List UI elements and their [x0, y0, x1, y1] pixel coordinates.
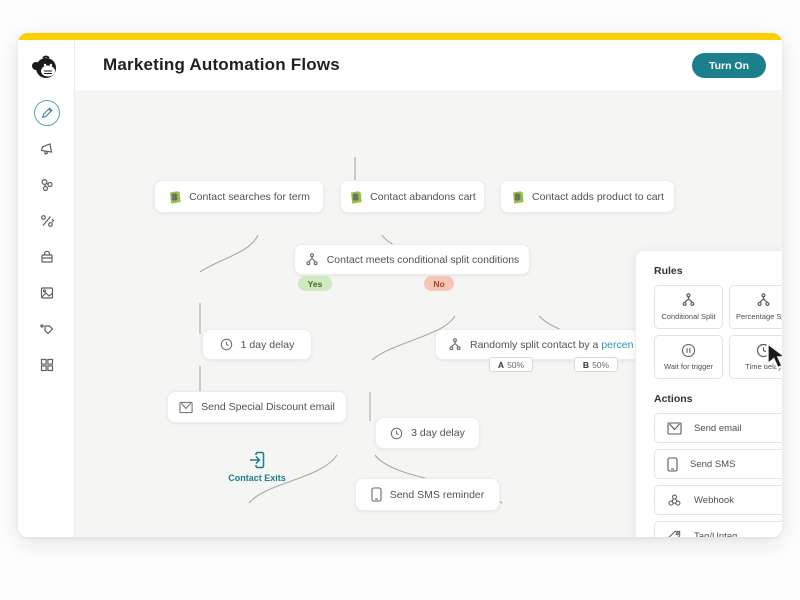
split-branch-icon [306, 252, 318, 265]
random-split-label: Randomly split contact by a percen [470, 338, 634, 351]
exit-arrow-icon [250, 451, 265, 469]
trigger-label: Contact searches for term [189, 190, 310, 203]
webhook-icon [668, 494, 681, 506]
percentages-link[interactable]: percen [601, 338, 634, 351]
action-row-webhook[interactable]: Webhook [654, 485, 782, 515]
action-row-send-sms[interactable]: Send SMS [654, 449, 782, 479]
sidebar-item-integrations[interactable] [34, 352, 60, 378]
action-row-send-email[interactable]: Send email [654, 413, 782, 443]
send-sms-node[interactable]: Send SMS reminder [355, 478, 500, 511]
grid-icon [40, 358, 53, 372]
svg-text:S: S [515, 193, 521, 202]
sidebar-item-edit[interactable] [33, 100, 60, 126]
delay-label: 1 day delay [240, 338, 295, 351]
turn-on-button[interactable]: Turn On [691, 53, 766, 78]
megaphone-icon [40, 143, 52, 155]
sidebar-item-content[interactable] [34, 280, 60, 306]
trigger-label: Contact abandons cart [370, 190, 476, 203]
random-split-node[interactable]: Randomly split contact by a percen [435, 329, 658, 360]
rule-tile-conditional-split[interactable]: Conditional Split [654, 285, 723, 329]
contact-exits-label: Contact Exits [228, 473, 286, 483]
edit-pencil-icon [41, 107, 53, 119]
blocks-panel: Rules Conditional Split Percentage Split… [635, 250, 782, 537]
contact-exits-node[interactable]: Contact Exits [207, 450, 307, 483]
action-row-tag-untag[interactable]: Tag/Untag [654, 521, 782, 537]
app-window: Marketing Automation Flows Turn On [18, 33, 782, 537]
sidebar-item-tag[interactable] [34, 316, 60, 342]
delay-label: 3 day delay [411, 427, 465, 439]
tag-icon [668, 530, 681, 537]
clock-icon [756, 343, 771, 358]
sidebar-item-campaigns[interactable] [34, 136, 60, 162]
trigger-node-search[interactable]: S Contact searches for term [154, 180, 324, 213]
trigger-node-add-product[interactable]: S Contact adds product to cart [500, 180, 675, 213]
phone-icon [667, 456, 678, 472]
phone-icon [371, 487, 382, 502]
trigger-node-abandon[interactable]: S Contact abandons cart [340, 180, 485, 213]
audience-cluster-icon [40, 178, 53, 192]
pause-circle-icon [681, 343, 696, 358]
conditional-split-node[interactable]: Contact meets conditional split conditio… [294, 244, 530, 275]
rule-tile-time-delay[interactable]: Time delay [729, 335, 782, 379]
shopify-icon: S [170, 191, 181, 204]
tag-add-icon [39, 324, 53, 335]
shopify-icon: S [351, 191, 362, 204]
header: Marketing Automation Flows Turn On [75, 40, 782, 90]
clock-icon [390, 427, 403, 439]
trigger-label: Contact adds product to cart [532, 190, 664, 203]
image-icon [40, 287, 53, 299]
split-branch-icon [682, 293, 695, 307]
store-bag-icon [40, 250, 53, 263]
sidebar [18, 40, 75, 537]
sidebar-item-store[interactable] [34, 244, 60, 270]
delay-node-1day[interactable]: 1 day delay [202, 329, 312, 360]
rules-section-title: Rules [654, 265, 683, 277]
delay-node-3day[interactable]: 3 day delay [375, 417, 480, 449]
send-email-label: Send Special Discount email [201, 401, 335, 413]
send-email-node[interactable]: Send Special Discount email [167, 391, 347, 423]
svg-text:S: S [353, 193, 359, 202]
sidebar-item-ab-split[interactable] [34, 208, 60, 234]
sidebar-item-audience[interactable] [34, 172, 60, 198]
yes-badge: Yes [298, 276, 332, 291]
email-envelope-icon [667, 421, 682, 435]
actions-section-title: Actions [654, 393, 693, 405]
flow-canvas[interactable]: S Contact searches for term S Contact ab… [75, 90, 782, 537]
shopify-icon: S [513, 191, 524, 204]
brand-top-bar [18, 33, 782, 40]
page-title: Marketing Automation Flows [103, 55, 340, 74]
email-envelope-icon [179, 401, 193, 413]
mailchimp-logo-icon[interactable] [29, 53, 61, 85]
rule-tile-wait-for-trigger[interactable]: Wait for trigger [654, 335, 723, 379]
no-badge: No [424, 276, 454, 291]
clock-icon [220, 338, 232, 351]
split-branch-icon [449, 337, 461, 350]
split-branch-icon [757, 293, 770, 307]
rule-tile-percentage-split[interactable]: Percentage Split [729, 285, 782, 329]
percent-split-icon [40, 215, 54, 227]
conditional-label: Contact meets conditional split conditio… [326, 253, 520, 266]
svg-text:S: S [172, 193, 178, 202]
send-sms-label: Send SMS reminder [389, 488, 485, 501]
